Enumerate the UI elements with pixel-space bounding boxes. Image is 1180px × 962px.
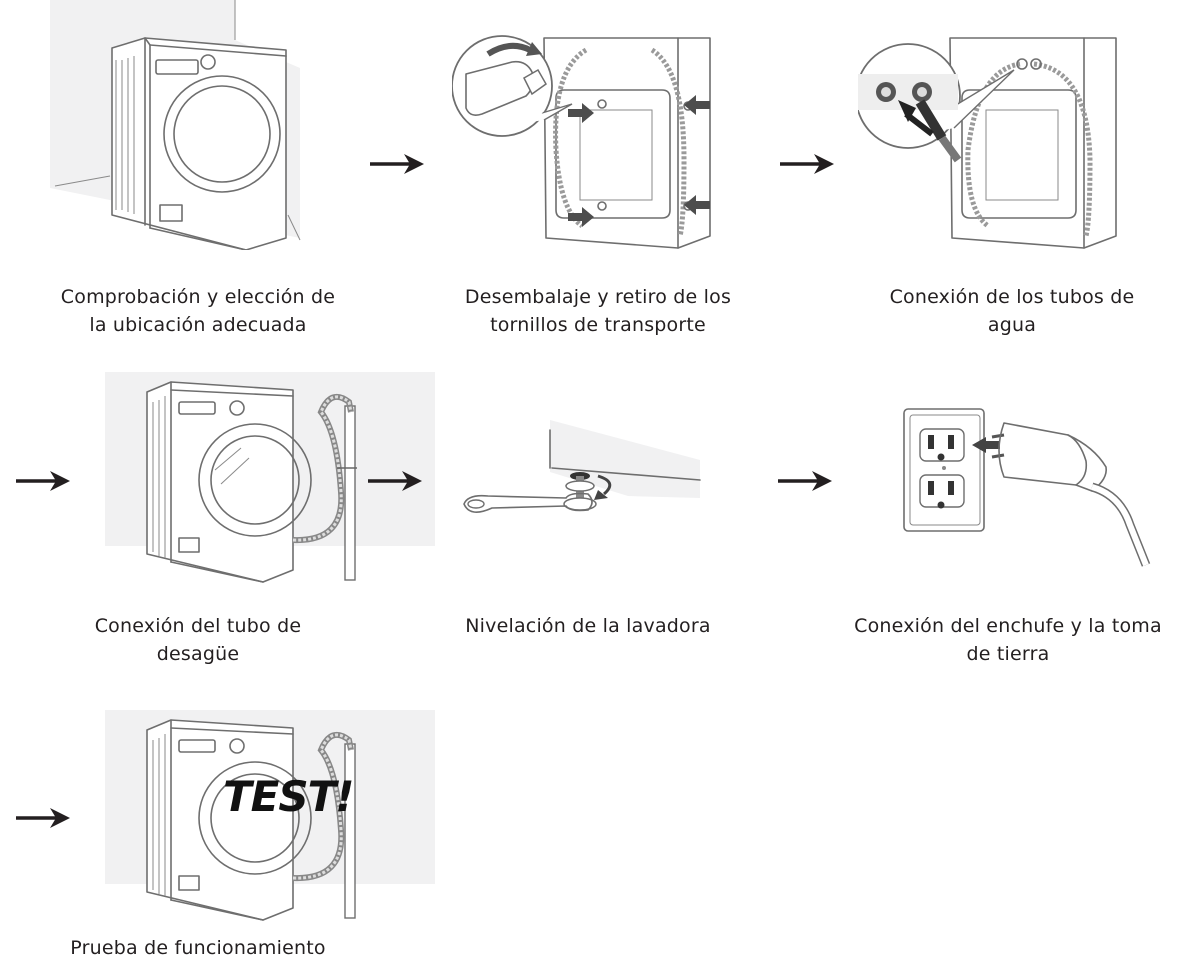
caption-line: la ubicación adecuada [89, 314, 307, 336]
step-caption: Conexión del tubo de desagüe [28, 612, 368, 668]
step-caption: Conexión del enchufe y la toma de tierra [838, 612, 1178, 668]
caption-line: Conexión de los tubos de [889, 286, 1135, 308]
water-hose-connection-icon [858, 10, 1130, 250]
caption-line: Conexión del tubo de [94, 615, 302, 637]
caption-line: Nivelación de la lavadora [465, 615, 711, 637]
caption-line: Prueba de funcionamiento [70, 937, 326, 959]
step-caption: Nivelación de la lavadora [418, 612, 758, 640]
plug-outlet-icon [880, 405, 1170, 575]
wrench-transit-bolts-icon [452, 10, 724, 250]
caption-line: Desembalaje y retiro de los [464, 286, 732, 308]
caption-line: Conexión del enchufe y la toma [854, 615, 1162, 637]
right-arrow-icon [776, 469, 832, 493]
caption-line: tornillos de transporte [490, 314, 706, 336]
step-caption: Prueba de funcionamiento [28, 934, 368, 962]
caption-line: desagüe [156, 643, 240, 665]
caption-line: de tierra [966, 643, 1050, 665]
test-run-icon: TEST! [105, 710, 435, 922]
right-arrow-icon [14, 469, 70, 493]
right-arrow-icon [14, 806, 70, 830]
step-caption: Conexión de los tubos de agua [842, 283, 1180, 339]
right-arrow-icon [778, 152, 834, 176]
right-arrow-icon [368, 152, 424, 176]
caption-line: agua [987, 314, 1037, 336]
washer-in-corner-icon [50, 0, 310, 250]
step-caption: Comprobación y elección de la ubicación … [28, 283, 368, 339]
leveling-wrench-icon [448, 420, 718, 530]
right-arrow-icon [366, 469, 422, 493]
step-caption: Desembalaje y retiro de los tornillos de… [428, 283, 768, 339]
drain-hose-icon [105, 372, 435, 584]
test-overlay-label: TEST! [223, 772, 354, 821]
caption-line: Comprobación y elección de [60, 286, 336, 308]
